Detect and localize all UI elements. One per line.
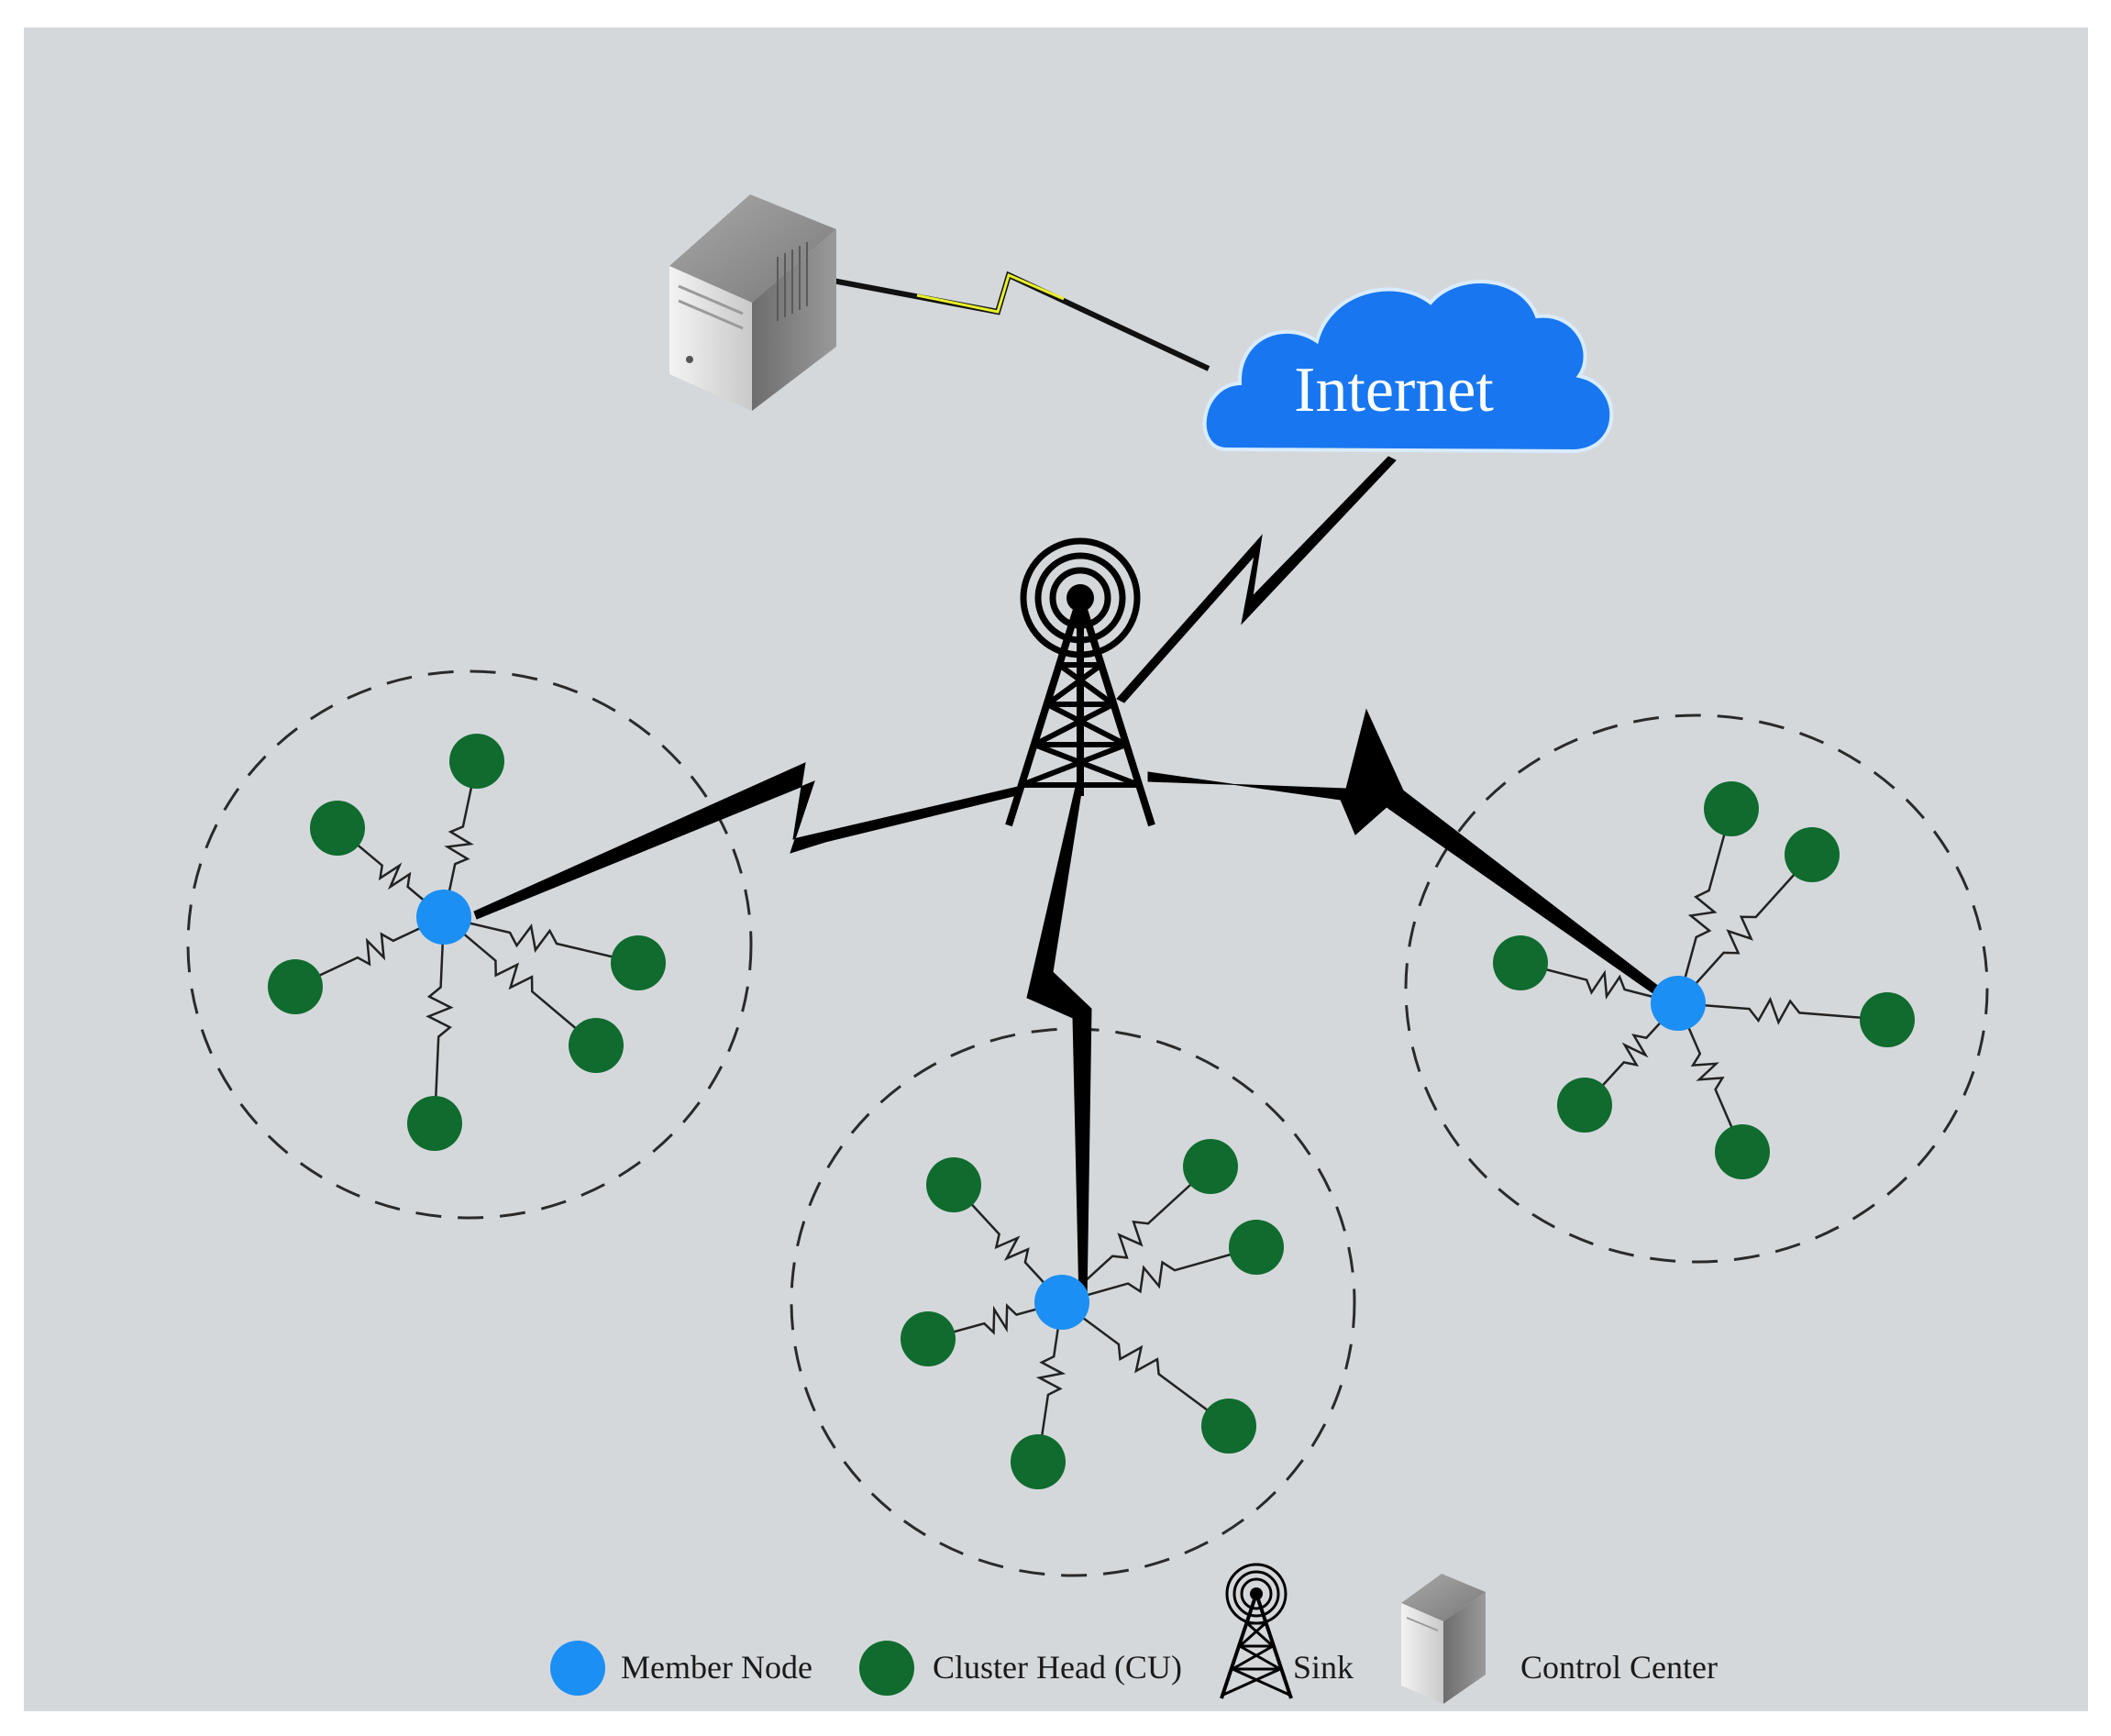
cluster-nodes (268, 734, 1915, 1489)
legend: Member Node Cluster Head (CU) (550, 1563, 1718, 1704)
legend-member-node-swatch (550, 1641, 605, 1696)
cluster-right-link-1 (1676, 808, 1733, 1004)
cluster-right-member-node (1651, 976, 1706, 1031)
legend-control-center-label: Control Center (1520, 1649, 1718, 1686)
cluster-right-link-2 (1677, 854, 1813, 1004)
legend-server-tower-icon (1401, 1574, 1486, 1704)
cluster-left-head-node-6 (407, 1096, 462, 1151)
cluster-left-link-5 (443, 916, 597, 1046)
cluster-center-link-4 (927, 1300, 1063, 1341)
internet-label: Internet (1294, 355, 1494, 426)
cluster-left-head-node-5 (569, 1018, 624, 1073)
cluster-left-link-1 (442, 760, 479, 918)
cluster-links (294, 760, 1888, 1463)
cluster-left-head-node-2 (310, 801, 365, 856)
cluster-left-link-4 (443, 915, 639, 965)
radio-tower-icon (1005, 537, 1155, 827)
cluster-center-link-5 (1061, 1300, 1230, 1428)
cluster-right-head-node-4 (1860, 992, 1915, 1047)
cluster-boundary-center (790, 1027, 1356, 1577)
cluster-center-head-node-5 (1201, 1399, 1256, 1454)
cluster-center-head-node-3 (1229, 1220, 1284, 1275)
wired-link (832, 271, 1210, 371)
cluster-right-head-node-2 (1785, 827, 1840, 882)
cluster-right-head-node-3 (1493, 935, 1548, 990)
legend-cluster-head-label: Cluster Head (CU) (933, 1649, 1182, 1686)
cluster-right-head-node-5 (1557, 1078, 1612, 1133)
cluster-center-head-node-6 (1011, 1434, 1066, 1489)
cluster-boundaries (186, 669, 1989, 1577)
cluster-boundary-right (1404, 713, 1989, 1264)
cluster-center-link-2 (1061, 1166, 1211, 1303)
legend-sink-label: Sink (1293, 1649, 1354, 1686)
cluster-right-head-node-6 (1715, 1124, 1770, 1179)
cluster-center-link-1 (953, 1184, 1063, 1303)
cluster-center-link-3 (1061, 1245, 1257, 1304)
sink-link-internet-icon (1116, 456, 1397, 703)
cluster-center-head-node-4 (901, 1311, 956, 1366)
cluster-left-head-node-3 (268, 959, 323, 1014)
cluster-left-head-node-1 (449, 734, 504, 789)
sink-link-left-icon (473, 762, 1022, 920)
cluster-right-link-4 (1677, 996, 1888, 1025)
server-tower-icon (669, 194, 836, 411)
cluster-center-link-6 (1035, 1301, 1067, 1463)
cluster-center-member-node (1034, 1275, 1089, 1330)
cluster-boundary-left (186, 669, 753, 1220)
wired-link-highlight (916, 272, 1065, 314)
cluster-right-link-3 (1520, 961, 1679, 1005)
cluster-left-head-node-4 (611, 935, 666, 990)
legend-cluster-head-swatch (859, 1641, 914, 1696)
cluster-left-link-3 (294, 915, 445, 989)
legend-sink-icon (1220, 1563, 1293, 1699)
cluster-left-member-node (416, 890, 471, 945)
diagram-background (24, 28, 2088, 1711)
cluster-center-head-node-2 (1183, 1139, 1238, 1194)
cluster-left-link-6 (426, 916, 454, 1124)
cluster-left-link-2 (337, 827, 445, 918)
cluster-right-link-5 (1584, 1002, 1679, 1106)
legend-member-node-label: Member Node (621, 1649, 812, 1686)
cluster-center-head-node-1 (926, 1157, 981, 1212)
cloud-icon: Internet (1202, 280, 1614, 454)
cluster-right-link-6 (1676, 1002, 1744, 1153)
cluster-right-head-node-1 (1704, 781, 1759, 836)
